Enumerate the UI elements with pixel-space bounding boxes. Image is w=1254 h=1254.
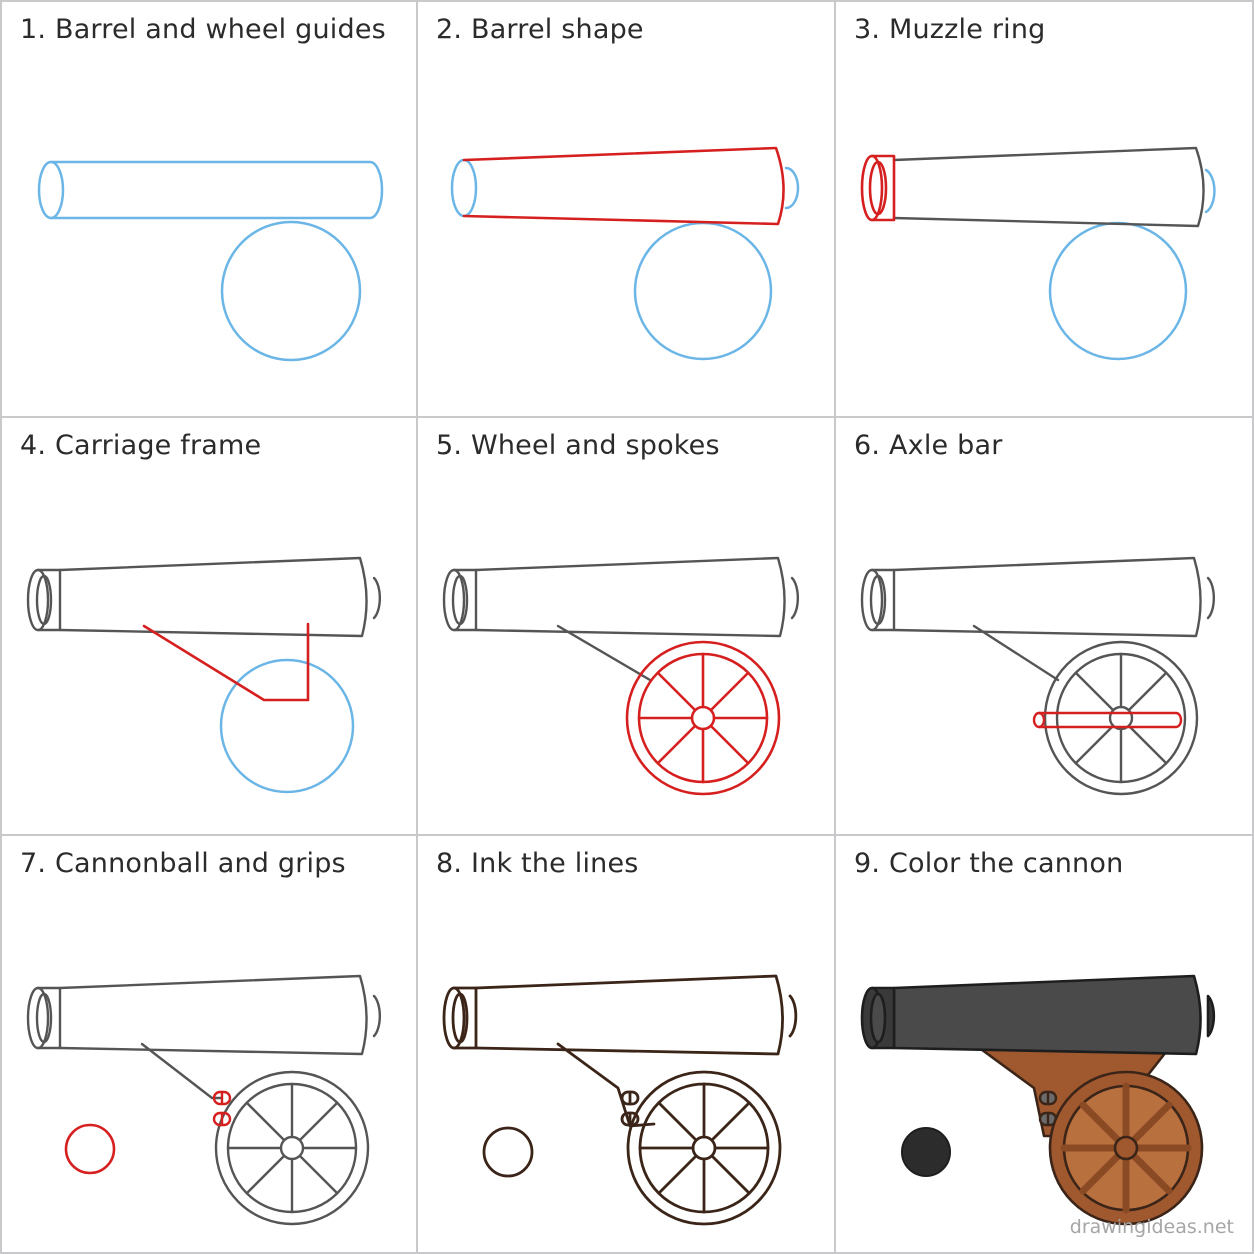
step-title-6: 6. Axle bar xyxy=(854,430,1003,461)
carriage-grips xyxy=(1038,1090,1058,1127)
cannonball xyxy=(64,1123,116,1175)
step-title-2: 2. Barrel shape xyxy=(436,14,644,45)
barrel-outline xyxy=(442,556,799,638)
barrel-outline xyxy=(892,146,1205,228)
step-illustration-6 xyxy=(860,556,1215,796)
barrel-outline xyxy=(26,556,381,638)
step-panel-9: 9. Color the cannon xyxy=(836,836,1254,1254)
carriage-line xyxy=(140,1042,224,1100)
wheel-guide xyxy=(219,658,355,794)
step-illustration-7 xyxy=(26,974,381,1226)
barrel-colored xyxy=(860,974,1216,1056)
step-panel-6: 6. Axle bar xyxy=(836,418,1254,836)
barrel-outline xyxy=(860,556,1215,638)
step-panel-3: 3. Muzzle ring xyxy=(836,0,1254,418)
wheel-with-spokes xyxy=(626,1070,782,1226)
wheel-with-spokes xyxy=(214,1070,370,1226)
carriage-frame xyxy=(142,622,310,702)
step-panel-4: 4. Carriage frame xyxy=(0,418,418,836)
wheel-colored xyxy=(1048,1070,1204,1226)
barrel-outline xyxy=(442,974,798,1056)
step-illustration-1 xyxy=(37,160,384,362)
step-title-5: 5. Wheel and spokes xyxy=(436,430,720,461)
barrel-guide xyxy=(37,160,384,220)
step-illustration-2 xyxy=(450,146,800,361)
step-panel-7: 7. Cannonball and grips xyxy=(0,836,418,1254)
watermark: drawingideas.net xyxy=(1069,1216,1234,1238)
carriage-grips xyxy=(212,1090,232,1127)
step-panel-2: 2. Barrel shape xyxy=(418,0,836,418)
carriage-grips xyxy=(620,1090,640,1127)
axle-bar xyxy=(1032,711,1183,729)
step-illustration-5 xyxy=(442,556,799,796)
carriage-outline xyxy=(556,1042,656,1128)
step-illustration-9 xyxy=(860,974,1216,1226)
wheel-guide xyxy=(1048,221,1188,361)
step-title-9: 9. Color the cannon xyxy=(854,848,1124,879)
step-panel-1: 1. Barrel and wheel guides xyxy=(0,0,418,418)
muzzle-guide xyxy=(450,158,478,218)
wheel-guide xyxy=(220,220,362,362)
step-illustration-3 xyxy=(860,146,1216,361)
step-panel-8: 8. Ink the lines xyxy=(418,836,836,1254)
wheel-guide xyxy=(633,221,773,361)
cannonball xyxy=(482,1126,534,1178)
barrel-shape xyxy=(462,146,785,226)
cascabel-guide xyxy=(1204,168,1216,214)
step-title-3: 3. Muzzle ring xyxy=(854,14,1046,45)
carriage-line xyxy=(972,624,1060,682)
cannonball-colored xyxy=(901,1127,951,1177)
step-panel-5: 5. Wheel and spokes xyxy=(418,418,836,836)
muzzle-ring xyxy=(860,154,896,222)
step-title-4: 4. Carriage frame xyxy=(20,430,262,461)
step-title-7: 7. Cannonball and grips xyxy=(20,848,346,879)
wheel-with-spokes xyxy=(625,640,781,796)
step-title-1: 1. Barrel and wheel guides xyxy=(20,14,386,45)
carriage-line xyxy=(556,624,652,682)
step-illustration-8 xyxy=(442,974,798,1226)
barrel-outline xyxy=(26,974,381,1056)
wheel-with-spokes xyxy=(1043,640,1199,796)
cascabel-guide xyxy=(784,166,800,210)
step-title-8: 8. Ink the lines xyxy=(436,848,639,879)
step-illustration-4 xyxy=(26,556,381,794)
